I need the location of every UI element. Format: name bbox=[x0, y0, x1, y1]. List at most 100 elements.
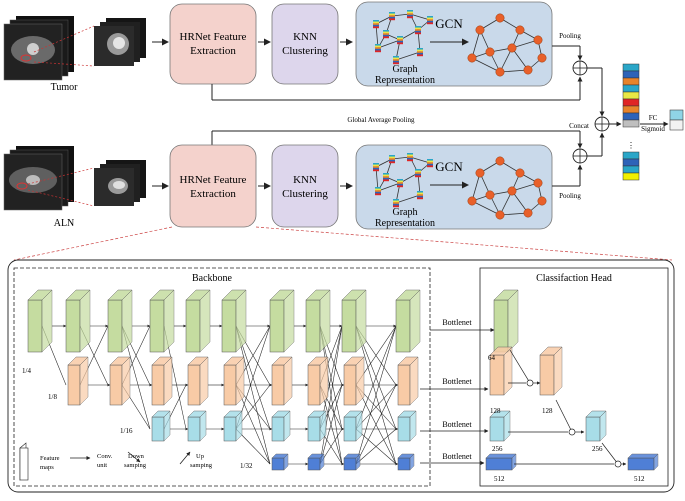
legend-feature-line1: Feature bbox=[40, 455, 60, 462]
node-stripe bbox=[427, 162, 433, 164]
graph-edge bbox=[511, 182, 539, 192]
cube-side bbox=[409, 289, 421, 353]
cube-front bbox=[305, 299, 321, 353]
tumor-label: Tumor bbox=[51, 82, 79, 93]
gcn-label: GCN bbox=[435, 159, 463, 174]
node-stripe bbox=[393, 57, 399, 60]
node-stripe bbox=[393, 200, 399, 203]
graph-node bbox=[537, 53, 547, 63]
node-stripe bbox=[407, 16, 413, 19]
node-stripe bbox=[415, 175, 421, 178]
head-green-map bbox=[493, 289, 519, 353]
cube-side bbox=[163, 356, 173, 406]
node-stripe bbox=[427, 19, 433, 21]
green-feature-map bbox=[149, 289, 175, 353]
node-stripe bbox=[417, 192, 423, 195]
graph-node bbox=[467, 196, 477, 206]
node-stripe bbox=[383, 30, 389, 32]
graph-label-line1: Graph bbox=[393, 64, 418, 75]
node-stripe bbox=[375, 47, 381, 49]
cube-side bbox=[199, 356, 209, 406]
cube-side bbox=[503, 346, 513, 396]
graph-node bbox=[507, 43, 517, 53]
cube-side bbox=[511, 453, 517, 471]
node-stripe bbox=[427, 22, 433, 25]
graph-node bbox=[485, 47, 495, 57]
graph-node bbox=[467, 53, 477, 63]
cube-front bbox=[109, 364, 123, 406]
hrnet-block-bottom bbox=[169, 144, 257, 228]
node-stripe bbox=[389, 15, 395, 17]
graph-node bbox=[389, 155, 395, 164]
node-stripe bbox=[383, 177, 389, 180]
legend: Feature maps Conv. unit Down samping Up … bbox=[19, 442, 213, 481]
graph-edge bbox=[471, 172, 481, 202]
node-stripe bbox=[417, 54, 423, 57]
node-stripe bbox=[375, 45, 381, 48]
node-stripe bbox=[415, 27, 421, 30]
cube-side bbox=[283, 289, 295, 353]
feature-vector-cell bbox=[622, 105, 640, 114]
legend-up-line1: Up bbox=[196, 453, 204, 460]
cube-side bbox=[507, 289, 519, 353]
node-stripe bbox=[383, 176, 389, 178]
cube-front bbox=[397, 457, 411, 471]
node-stripe bbox=[373, 20, 379, 22]
graph-node bbox=[533, 35, 543, 45]
vector-ellipsis: ⋮ bbox=[627, 141, 635, 150]
node-stripe bbox=[397, 37, 403, 40]
cross-connection bbox=[355, 325, 397, 465]
hrnet-detail-panel bbox=[7, 259, 675, 493]
bottlenet-label-4: Bottlenet bbox=[442, 452, 472, 461]
cube-front bbox=[221, 299, 237, 353]
node-stripe bbox=[393, 56, 399, 58]
cube-side bbox=[503, 410, 511, 442]
cube-side bbox=[355, 356, 365, 406]
feature-vector-cell bbox=[622, 158, 640, 167]
hrnet-label-line1: HRNet Feature bbox=[180, 31, 247, 43]
node-stripe bbox=[393, 60, 399, 63]
node-stripe bbox=[407, 157, 413, 160]
backbone-box bbox=[13, 267, 431, 487]
cube-top bbox=[627, 453, 659, 459]
node-stripe bbox=[393, 59, 399, 61]
cube-front bbox=[269, 299, 285, 353]
cube-front bbox=[307, 457, 321, 471]
head-cyan-map bbox=[585, 410, 607, 442]
cube-front bbox=[493, 299, 509, 353]
graph-node bbox=[407, 153, 413, 162]
knn-label-line1: KNN bbox=[293, 174, 317, 186]
cube-side bbox=[319, 453, 325, 471]
cube-front bbox=[271, 457, 285, 471]
head-flow bbox=[508, 349, 627, 468]
graph-node bbox=[389, 12, 395, 21]
node-stripe bbox=[375, 193, 381, 196]
classification-head-box bbox=[479, 267, 669, 487]
cube-side bbox=[41, 289, 53, 353]
head-connector bbox=[555, 399, 573, 433]
node-stripe bbox=[407, 11, 413, 14]
cube-side bbox=[235, 410, 243, 442]
cube-front bbox=[341, 299, 357, 353]
graph-edge bbox=[471, 29, 481, 59]
gcn-output-graph-top bbox=[467, 13, 547, 77]
graph-node bbox=[373, 20, 379, 29]
hrnet-block-top bbox=[169, 3, 257, 85]
orange-feature-map bbox=[397, 356, 419, 406]
node-stripe bbox=[389, 155, 395, 157]
cyan-feature-map bbox=[343, 410, 363, 442]
node-stripe bbox=[373, 167, 379, 170]
node-stripe bbox=[393, 202, 399, 204]
graph-edge bbox=[511, 47, 529, 71]
node-stripe bbox=[427, 20, 433, 23]
green-feature-map bbox=[65, 289, 91, 353]
node-stripe bbox=[397, 42, 403, 45]
node-stripe bbox=[397, 182, 403, 184]
gcn-label: GCN bbox=[435, 16, 463, 31]
head-cyan-map bbox=[489, 410, 511, 442]
cube-side bbox=[283, 356, 293, 406]
graph-node bbox=[523, 65, 533, 75]
feature-vector-cell bbox=[622, 151, 640, 160]
node-stripe bbox=[373, 164, 379, 167]
legend-conv-line2: unit bbox=[97, 462, 107, 469]
